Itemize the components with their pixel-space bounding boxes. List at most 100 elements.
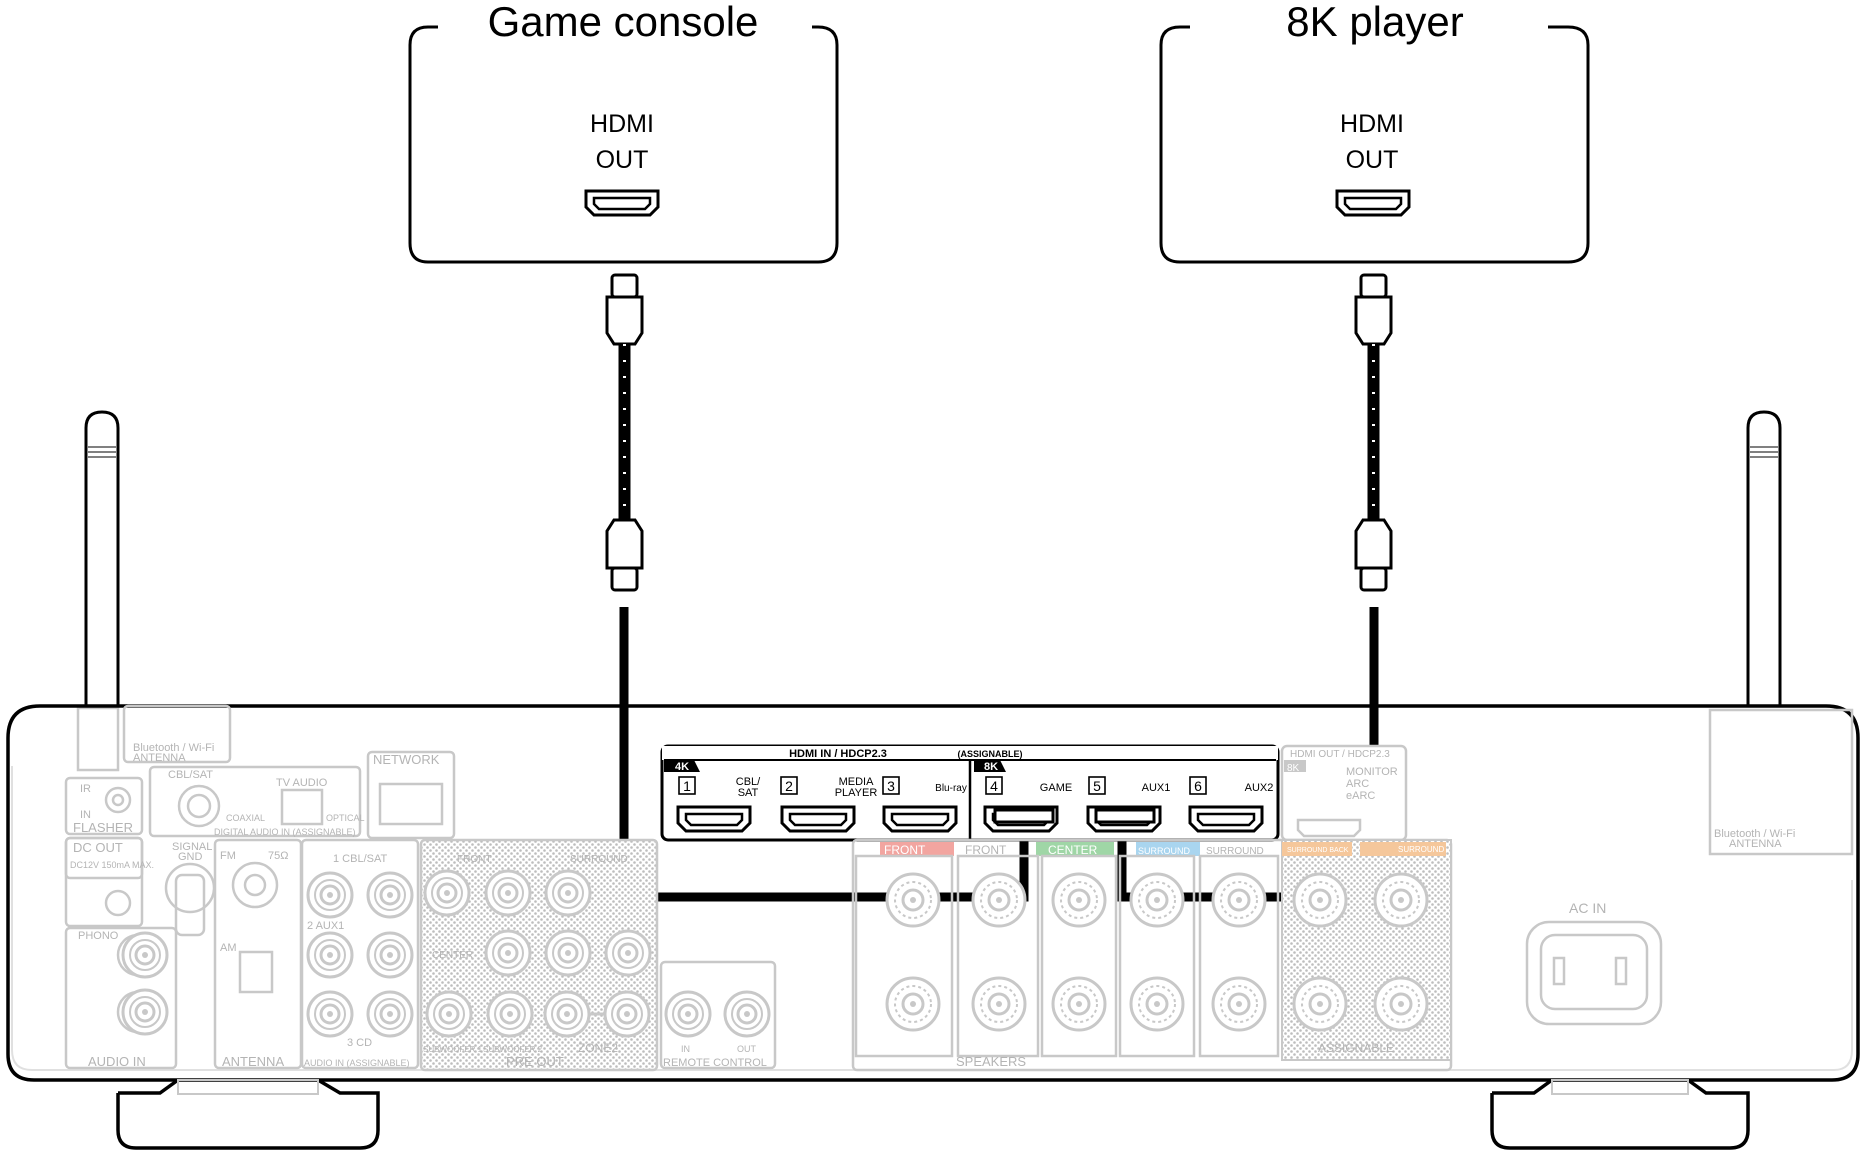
antenna-left <box>76 410 120 772</box>
game-console-hdmi-out-port[interactable] <box>584 189 660 217</box>
input-6-number: 6 <box>1194 778 1202 794</box>
8k-player-title: 8K player <box>1286 0 1463 45</box>
phono-label: PHONO <box>78 930 119 942</box>
speakers-section <box>851 838 1453 1072</box>
remote-control-section <box>659 960 777 1070</box>
hdmi-out-earc-label: eARC <box>1346 790 1375 802</box>
pre-front-label: FRONT <box>457 854 491 865</box>
bt-antenna-left-label-1: Bluetooth / Wi-Fi <box>133 742 214 754</box>
hdmi-in-port-6-aux2[interactable] <box>1188 805 1264 833</box>
input-2-number: 2 <box>785 778 793 794</box>
hdmi-cable-game[interactable] <box>605 273 1029 902</box>
input-4-number: 4 <box>990 778 998 794</box>
flasher-label: FLASHER <box>73 820 133 835</box>
assignable-label: ASSIGNABLE <box>1318 1041 1394 1055</box>
hdmi-out-8k-badge: 8K <box>1287 763 1300 774</box>
remote-out-label: OUT <box>737 1044 757 1054</box>
hdmi-in-port-2[interactable] <box>780 805 856 833</box>
speakers-label: SPEAKERS <box>956 1054 1026 1069</box>
cable-plug-8k <box>1094 808 1156 824</box>
speaker-surround-back-label: SURROUND BACK <box>1287 847 1349 854</box>
signal-gnd-label-1: SIGNAL <box>172 841 212 853</box>
input-1-number: 1 <box>683 778 691 794</box>
faded-labels: Bluetooth / Wi-Fi ANTENNA Bluetooth / Wi… <box>70 742 1795 1069</box>
aux-label-3: 3 CD <box>347 1037 372 1049</box>
hdmi-out-monitor-label: MONITOR <box>1346 766 1398 778</box>
input-2-label: MEDIA <box>839 776 875 788</box>
digital-audio-in-label: DIGITAL AUDIO IN (ASSIGNABLE) <box>214 827 356 837</box>
input-6-label: AUX2 <box>1245 782 1274 794</box>
speaker-center-label: CENTER <box>1048 843 1098 857</box>
8k-player-device: 8K player HDMI OUT <box>1159 0 1590 264</box>
hdmi-in-panel: HDMI IN / HDCP2.3 (ASSIGNABLE) 4K 8K 1 C… <box>660 744 1280 842</box>
subwoofer2-label: SUBWOOFER 2 <box>483 1045 543 1054</box>
in-label: IN <box>80 809 91 821</box>
input-2-label-2: PLAYER <box>835 787 878 799</box>
remote-control-label: REMOTE CONTROL <box>663 1057 767 1069</box>
aux-label-2: 2 AUX1 <box>307 920 344 932</box>
hdmi-in-assignable: (ASSIGNABLE) <box>958 749 1023 759</box>
dc-out-spec: DC12V 150mA MAX. <box>70 860 154 870</box>
input-1-label: CBL/ <box>736 776 761 788</box>
game-console-port-label-1: HDMI <box>590 110 654 138</box>
8k-player-hdmi-out-port[interactable] <box>1335 189 1411 217</box>
input-5-label: AUX1 <box>1142 782 1171 794</box>
pre-center-label: CENTER <box>432 950 473 961</box>
audio-in-assignable-label: AUDIO IN (ASSIGNABLE) <box>304 1058 410 1068</box>
pre-out-section <box>419 838 659 1072</box>
bt-antenna-right-label-2: ANTENNA <box>1729 838 1782 850</box>
left-panel-faded <box>64 704 456 1070</box>
remote-in-label: IN <box>681 1044 690 1054</box>
8k-player-port-label-1: HDMI <box>1340 110 1404 138</box>
zone2-label: ZONE2 <box>578 1041 618 1055</box>
speaker-surround-back-2-label: SURROUND <box>1398 845 1444 854</box>
hdmi-in-header: HDMI IN / HDCP2.3 <box>789 748 887 760</box>
hdmi-in-port-1[interactable] <box>676 805 752 833</box>
left-rca-group <box>121 871 414 1038</box>
input-3-number: 3 <box>887 778 895 794</box>
ac-in-label: AC IN <box>1569 900 1606 916</box>
cable-plug-game <box>993 808 1055 824</box>
cbl-sat-label: CBL/SAT <box>168 769 213 781</box>
input-3-label: Blu-ray <box>935 783 967 794</box>
hdmi-out-header: HDMI OUT / HDCP2.3 <box>1290 749 1390 760</box>
input-5-number: 5 <box>1093 778 1101 794</box>
bt-antenna-left-label-2: ANTENNA <box>133 752 186 764</box>
network-label: NETWORK <box>373 752 440 767</box>
input-4-label: GAME <box>1040 782 1072 794</box>
pre-surround-label: SURROUND <box>570 854 628 865</box>
8k-player-port-label-2: OUT <box>1346 146 1399 174</box>
game-console-device: Game console HDMI OUT <box>408 0 839 264</box>
badge-4k: 4K <box>675 761 689 773</box>
ohm-label: 75Ω <box>268 850 288 862</box>
signal-gnd-label-2: GND <box>178 851 203 863</box>
badge-8k: 8K <box>984 761 998 773</box>
speaker-surround-r-label: SURROUND <box>1138 846 1191 856</box>
tv-audio-label: TV AUDIO <box>276 777 328 789</box>
audio-in-label: AUDIO IN <box>88 1054 146 1069</box>
game-console-port-label-2: OUT <box>596 146 649 174</box>
bt-antenna-right-label-1: Bluetooth / Wi-Fi <box>1714 828 1795 840</box>
game-console-title: Game console <box>488 0 759 45</box>
speaker-front-l-label: FRONT <box>965 843 1007 857</box>
subwoofer1-label: SUBWOOFER 1 <box>423 1045 483 1054</box>
pre-out-label: PRE OUT <box>506 1054 564 1069</box>
dc-out-label: DC OUT <box>73 840 123 855</box>
ac-in-socket <box>1525 920 1663 1026</box>
aux-label-1: 1 CBL/SAT <box>333 853 387 865</box>
hdmi-out-section <box>1280 744 1408 842</box>
bt-antenna-right-plate <box>1708 708 1854 856</box>
antenna-right <box>1746 410 1782 706</box>
fm-label: FM <box>220 850 236 862</box>
antenna-label: ANTENNA <box>222 1054 284 1069</box>
am-label: AM <box>220 942 237 954</box>
coaxial-label: COAXIAL <box>226 813 265 823</box>
optical-label: OPTICAL <box>326 813 365 823</box>
input-1-label-2: SAT <box>738 787 759 799</box>
hdmi-out-arc-label: ARC <box>1346 778 1369 790</box>
hdmi-in-port-3[interactable] <box>882 805 958 833</box>
speaker-front-r-label: FRONT <box>884 843 926 857</box>
speaker-surround-l-label: SURROUND <box>1206 846 1264 857</box>
ir-label: IR <box>80 783 91 795</box>
